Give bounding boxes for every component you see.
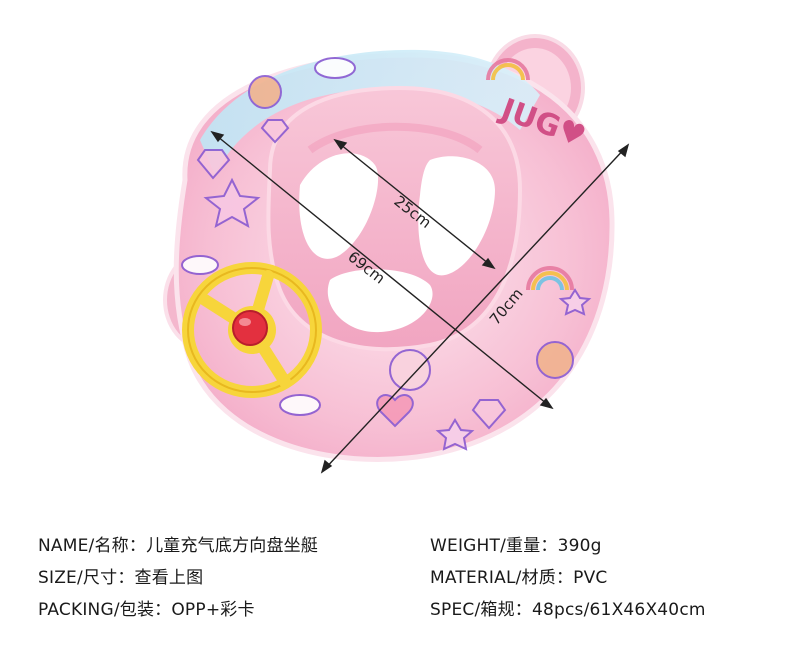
spec-weight: WEIGHT/重量：390g bbox=[430, 536, 602, 556]
product-image: JUG♥ 25cm 69cm 70cm bbox=[163, 34, 630, 474]
spec-packing: PACKING/包装：OPP+彩卡 bbox=[38, 600, 255, 620]
spec-material: MATERIAL/材质：PVC bbox=[430, 568, 608, 588]
dimension-arrows bbox=[210, 130, 630, 474]
swim-float: JUG♥ bbox=[163, 34, 615, 462]
spec-name: NAME/名称：儿童充气底方向盘坐艇 bbox=[38, 536, 319, 556]
steering-wheel-icon bbox=[182, 262, 322, 398]
spec-size: SIZE/尺寸：查看上图 bbox=[38, 568, 204, 588]
spec-carton: SPEC/箱规：48pcs/61X46X40cm bbox=[430, 600, 706, 620]
